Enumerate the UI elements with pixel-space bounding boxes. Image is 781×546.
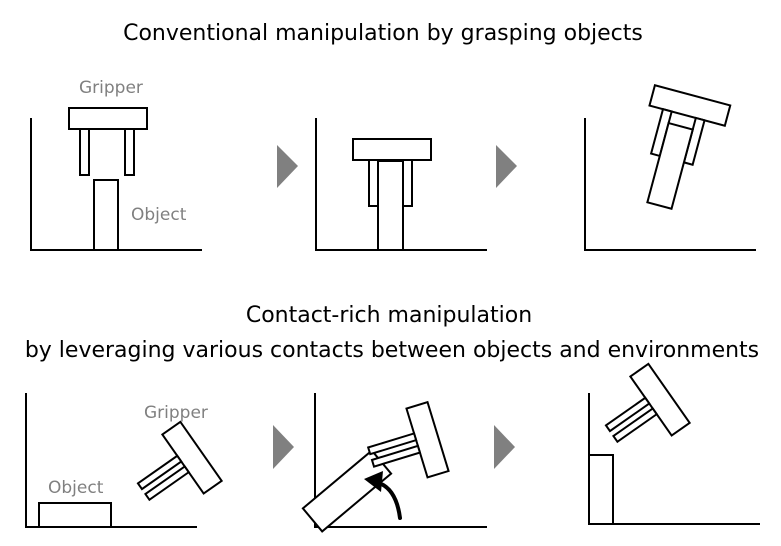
gripper-finger-right	[124, 128, 135, 176]
bottom-panel-3	[588, 362, 760, 525]
object-label: Object	[48, 478, 104, 498]
gripper	[604, 362, 692, 444]
ground-axes	[584, 118, 756, 251]
ground-axes	[30, 118, 202, 251]
gripper-body	[352, 138, 432, 161]
ground-axes	[25, 393, 197, 528]
gripper-finger-lower	[370, 444, 422, 468]
contact-rich-title-line2: by leveraging various contacts between o…	[25, 338, 759, 363]
object-label: Object	[131, 205, 187, 225]
top-panel-1: Gripper Object	[30, 78, 202, 251]
gripper-body	[648, 84, 732, 127]
ground-axes	[315, 118, 487, 251]
contact-rich-title-line1: Contact-rich manipulation	[246, 303, 532, 328]
gripper-label: Gripper	[79, 78, 143, 98]
gripper-finger-right	[402, 159, 413, 207]
ground-axes	[314, 393, 487, 528]
step-arrow-icon	[277, 145, 298, 188]
bottom-panel-1: Gripper Object	[25, 393, 224, 528]
gripper-finger-upper	[366, 432, 418, 456]
object	[588, 454, 614, 525]
rotation-arrow-icon	[364, 471, 402, 520]
object	[93, 179, 119, 251]
gripper	[136, 420, 224, 502]
step-arrow-icon	[273, 425, 294, 469]
bottom-panel-2	[301, 393, 487, 533]
gripper	[352, 138, 432, 207]
gripper-finger-left	[368, 159, 379, 207]
gripper	[68, 107, 148, 176]
gripper-body	[68, 107, 148, 130]
object	[646, 121, 694, 210]
gripper-finger-upper	[136, 454, 183, 491]
gripper-body	[160, 420, 224, 495]
gripper-label: Gripper	[144, 403, 208, 423]
top-panel-2	[315, 118, 487, 251]
object	[38, 502, 112, 528]
gripper-body	[405, 400, 450, 479]
gripper-finger-upper	[604, 396, 651, 433]
gripper-finger-left	[79, 128, 90, 176]
top-panel-3	[584, 84, 756, 251]
gripper-body	[628, 362, 692, 437]
gripper-finger-lower	[144, 465, 191, 502]
conventional-title: Conventional manipulation by grasping ob…	[123, 21, 643, 46]
gripper-finger-lower	[612, 407, 659, 444]
step-arrow-icon	[496, 145, 517, 188]
step-arrow-icon	[494, 425, 515, 469]
object	[377, 160, 404, 251]
gripper	[366, 400, 450, 479]
